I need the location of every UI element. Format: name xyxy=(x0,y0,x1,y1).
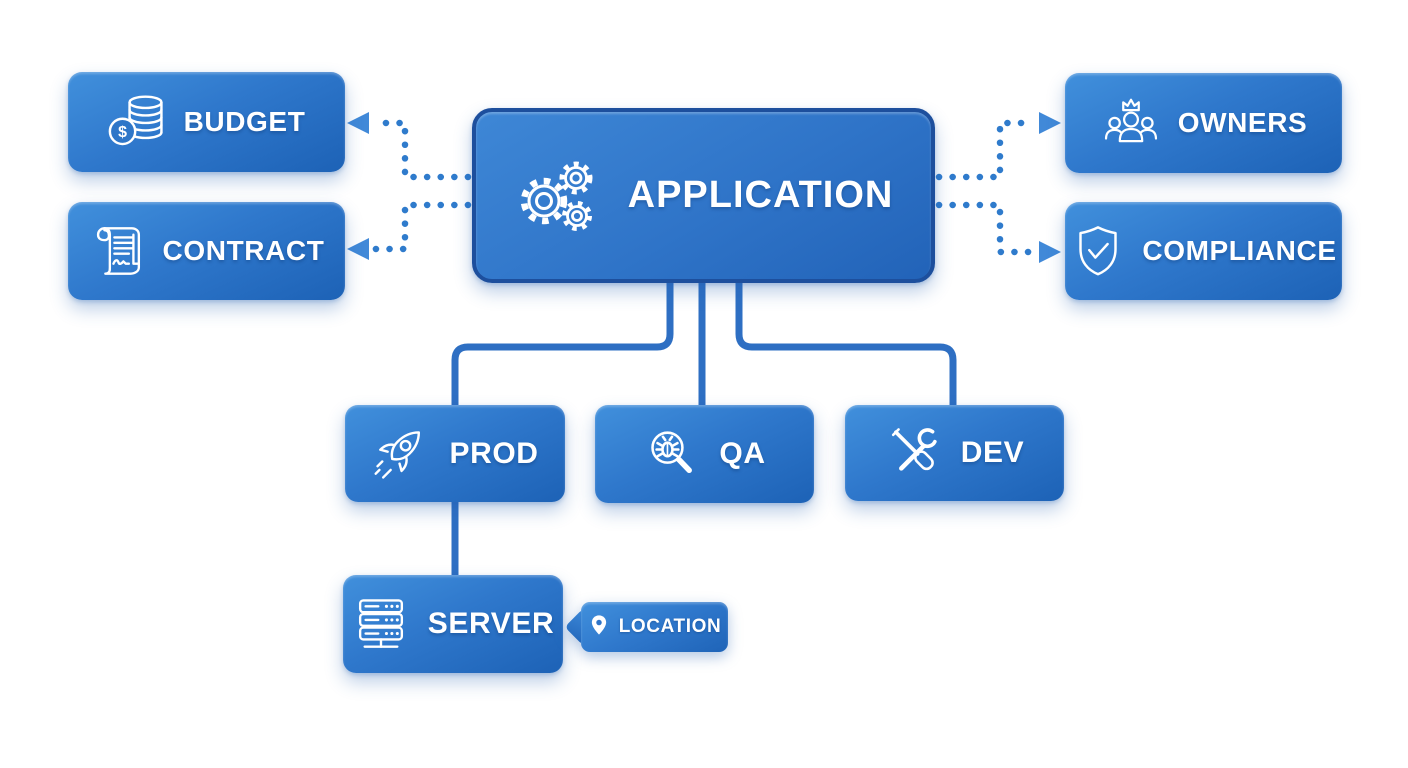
svg-text:$: $ xyxy=(118,124,127,141)
connector-application-prod xyxy=(451,278,674,406)
node-label: COMPLIANCE xyxy=(1142,235,1337,266)
connector-application-dev xyxy=(735,278,957,406)
node-label: DEV xyxy=(960,436,1025,469)
arrowhead-compliance xyxy=(1039,241,1061,263)
dotted-connector-compliance xyxy=(935,201,1035,256)
node-label: QA xyxy=(719,437,766,470)
shield-check-icon xyxy=(1070,222,1126,280)
node-qa: QA xyxy=(595,405,814,503)
node-dev: DEV xyxy=(845,405,1064,501)
node-label: APPLICATION xyxy=(627,174,894,216)
node-label: CONTRACT xyxy=(162,235,325,266)
location-tag-label: LOCATION xyxy=(618,616,722,637)
team-crown-icon xyxy=(1100,94,1162,152)
bug-search-icon xyxy=(643,425,701,483)
node-server: SERVER xyxy=(343,575,563,673)
node-owners: OWNERS xyxy=(1065,73,1342,173)
location-tag: LOCATION xyxy=(564,602,728,652)
gears-icon xyxy=(514,157,602,235)
server-rack-icon xyxy=(352,595,410,653)
location-tag-body: LOCATION xyxy=(581,602,728,652)
map-pin-icon xyxy=(588,614,610,641)
rocket-icon xyxy=(371,424,431,484)
node-application: APPLICATION xyxy=(472,108,935,283)
coins-icon: $ xyxy=(108,92,168,152)
dotted-connector-budget xyxy=(371,119,472,181)
node-compliance: COMPLIANCE xyxy=(1065,202,1342,300)
arrowhead-budget xyxy=(347,112,369,134)
arrowhead-contract xyxy=(347,238,369,260)
arrowhead-owners xyxy=(1039,112,1061,134)
node-label: OWNERS xyxy=(1177,107,1308,138)
node-budget: $ BUDGET xyxy=(68,72,345,172)
node-label: BUDGET xyxy=(183,106,306,137)
dotted-connector-owners xyxy=(935,119,1035,181)
contract-scroll-icon xyxy=(89,222,147,280)
node-label: SERVER xyxy=(427,607,555,640)
node-contract: CONTRACT xyxy=(68,202,345,300)
dotted-connector-contract xyxy=(371,201,472,253)
tools-icon xyxy=(885,424,943,482)
node-prod: PROD xyxy=(345,405,565,502)
node-label: PROD xyxy=(449,436,539,470)
